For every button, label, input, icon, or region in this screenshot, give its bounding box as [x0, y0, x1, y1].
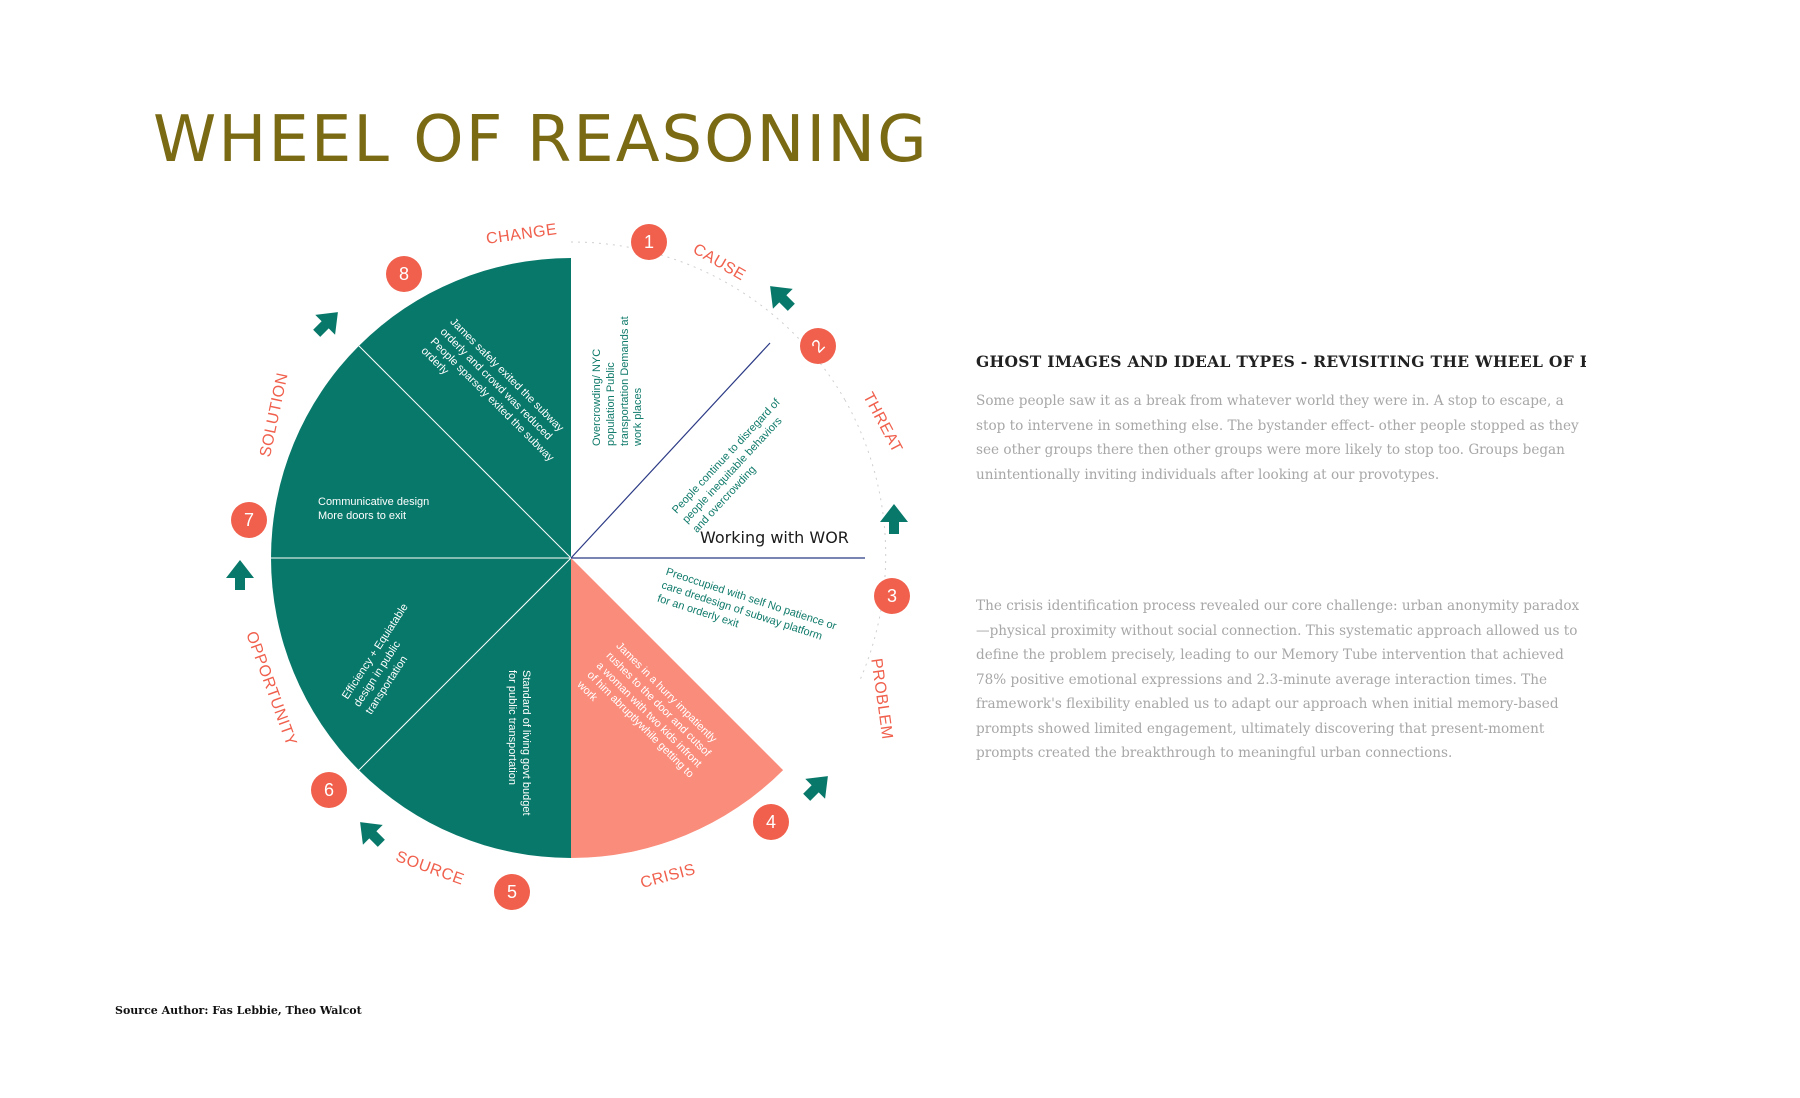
arrow-icon	[880, 504, 908, 534]
segment-text-solution: Communicative design More doors to exit	[318, 496, 430, 522]
source-note: Source Author: Fas Lebbie, Theo Walcot	[115, 1004, 362, 1017]
arrow-icon	[360, 822, 385, 847]
stage-number-6: 6	[311, 772, 347, 808]
segment-text-cause: Overcrowding/ NYC population Public tran…	[591, 316, 645, 446]
wheel-crisis-segment	[571, 558, 784, 858]
stage-number-4: 4	[753, 804, 789, 840]
divider-6-5	[358, 557, 572, 771]
stage-number-3: 3	[874, 578, 910, 614]
arrow-icon	[226, 560, 254, 590]
divider-8-7	[358, 345, 572, 559]
paragraph-2: The crisis identification process reveal…	[976, 598, 1580, 761]
page-title: WHEEL OF REASONING	[153, 103, 929, 177]
arrow-icon	[770, 286, 795, 311]
center-label: Working with WOR	[700, 528, 849, 547]
arrow-icon	[803, 776, 828, 801]
stage-number-1: 1	[631, 224, 667, 260]
stage-number-7: 7	[231, 502, 267, 538]
wheel-diagram	[226, 241, 908, 858]
stage-number-5: 5	[494, 874, 530, 910]
stage-number-8: 8	[386, 256, 422, 292]
segment-text-source: Standard of living govt budget for publi…	[506, 670, 532, 816]
section-heading: GHOST IMAGES AND IDEAL TYPES - REVISITIN…	[976, 352, 1586, 371]
paragraph-1: Some people saw it as a break from whate…	[976, 393, 1579, 483]
divider-1-2	[570, 342, 771, 559]
right-panel: GHOST IMAGES AND IDEAL TYPES - REVISITIN…	[976, 352, 1596, 487]
arrow-icon	[313, 312, 338, 337]
outer-arc-right	[844, 399, 887, 681]
